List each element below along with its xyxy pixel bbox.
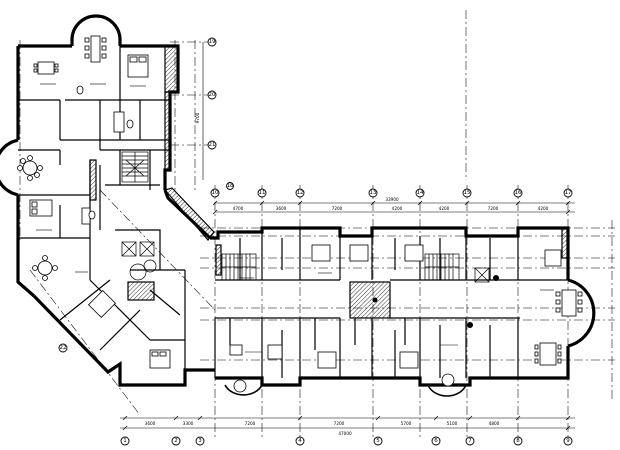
svg-text:16: 16 <box>515 190 522 196</box>
svg-text:17: 17 <box>565 190 572 196</box>
dimension-label: 4200 <box>439 206 450 211</box>
axis-marker: 3 <box>195 436 205 446</box>
bed-diagonal-wing-1 <box>87 289 117 319</box>
axis-marker: 13 <box>368 188 378 198</box>
axis-marker: 2 <box>171 436 181 446</box>
dimension-label: 7200 <box>245 421 256 426</box>
bed-diagonal-wing-2 <box>149 349 171 369</box>
round-table-left-bay <box>17 155 43 181</box>
elevator-shafts <box>121 241 490 283</box>
svg-text:1: 1 <box>123 438 127 444</box>
axis-marker: 14 <box>415 188 425 198</box>
grid-lines <box>19 10 615 440</box>
svg-text:3: 3 <box>198 438 202 444</box>
dimension-label: 7200 <box>334 421 345 426</box>
dimension-label: 4200 <box>392 206 403 211</box>
axis-marker: 10 <box>210 188 220 198</box>
axis-marker: 17 <box>563 188 573 198</box>
stair-east-1 <box>221 253 257 281</box>
axis-marker: 21 <box>207 140 217 150</box>
dimension-label: 4800 <box>489 421 500 426</box>
dimension-label: 5100 <box>447 421 458 426</box>
bath-fixtures-top <box>76 85 134 225</box>
hatched-walls <box>89 45 569 319</box>
stair-east-2 <box>424 253 460 281</box>
svg-text:15: 15 <box>464 190 471 196</box>
axis-markers-top: 10 11 12 13 14 15 16 17 18 <box>210 182 573 198</box>
beds-east-wing <box>267 244 562 369</box>
axis-marker: 15 <box>462 188 472 198</box>
stair-top-wing <box>121 151 149 183</box>
axis-marker: 16 <box>513 188 523 198</box>
dimension-label: 4200 <box>538 206 549 211</box>
dimension-label: 47000 <box>338 431 352 436</box>
axis-marker: 5 <box>373 436 383 446</box>
axis-marker: 7 <box>465 436 475 446</box>
axis-markers-right: 19 20 21 <box>207 37 217 150</box>
svg-text:21: 21 <box>209 142 216 148</box>
axis-marker: 12 <box>295 188 305 198</box>
svg-text:13: 13 <box>370 190 377 196</box>
dimension-label-right: 9700 <box>195 112 200 123</box>
dimension-label: 7200 <box>332 206 343 211</box>
dimension-label: 4700 <box>233 206 244 211</box>
dining-table-top-bay <box>84 35 107 63</box>
room-label-marks <box>36 83 554 353</box>
dimension-label: 5700 <box>401 421 412 426</box>
dimension-label: 7200 <box>488 206 499 211</box>
svg-text:9: 9 <box>566 438 570 444</box>
exterior-walls <box>0 14 596 397</box>
axis-marker-left: 22 <box>58 343 68 353</box>
dimension-label: 3600 <box>276 206 287 211</box>
dimension-labels-top: 4700 3600 7200 4200 4200 7200 4200 33900 <box>233 197 549 211</box>
axis-marker: 20 <box>207 90 217 100</box>
dimension-labels-bottom: 3600 3300 7200 7200 5700 5100 4800 47000 <box>145 421 500 436</box>
svg-text:7: 7 <box>468 438 472 444</box>
svg-text:2: 2 <box>174 438 178 444</box>
dimension-lines <box>120 42 575 431</box>
bed-left-wing <box>29 199 53 217</box>
dimension-label: 3300 <box>183 421 194 426</box>
bed-top-right-room <box>127 54 149 78</box>
furniture <box>17 35 583 393</box>
axis-marker: 18 <box>226 182 234 190</box>
svg-text:6: 6 <box>434 438 438 444</box>
svg-text:20: 20 <box>209 92 216 98</box>
svg-text:18: 18 <box>227 183 234 189</box>
axis-marker: 11 <box>257 188 267 198</box>
stairwells <box>121 151 490 283</box>
svg-text:11: 11 <box>259 190 266 196</box>
svg-text:19: 19 <box>209 39 216 45</box>
axis-marker: 8 <box>513 436 523 446</box>
axis-marker: 19 <box>207 37 217 47</box>
axis-marker: 1 <box>120 436 130 446</box>
svg-text:8: 8 <box>516 438 520 444</box>
svg-text:5: 5 <box>376 438 380 444</box>
round-table-left-lower <box>32 255 58 281</box>
axis-marker: 9 <box>563 436 573 446</box>
table-top-left-room <box>33 61 59 75</box>
tables-east-wing <box>229 289 583 393</box>
svg-text:10: 10 <box>212 190 219 196</box>
dimension-label: 3600 <box>145 421 156 426</box>
svg-text:12: 12 <box>297 190 304 196</box>
axis-marker: 4 <box>295 436 305 446</box>
svg-text:14: 14 <box>417 190 424 196</box>
svg-text:4: 4 <box>298 438 302 444</box>
dimension-label: 33900 <box>385 197 399 202</box>
axis-markers-bottom: 1 2 3 4 5 6 7 8 9 <box>120 436 573 446</box>
svg-text:22: 22 <box>60 345 67 351</box>
axis-marker: 6 <box>431 436 441 446</box>
